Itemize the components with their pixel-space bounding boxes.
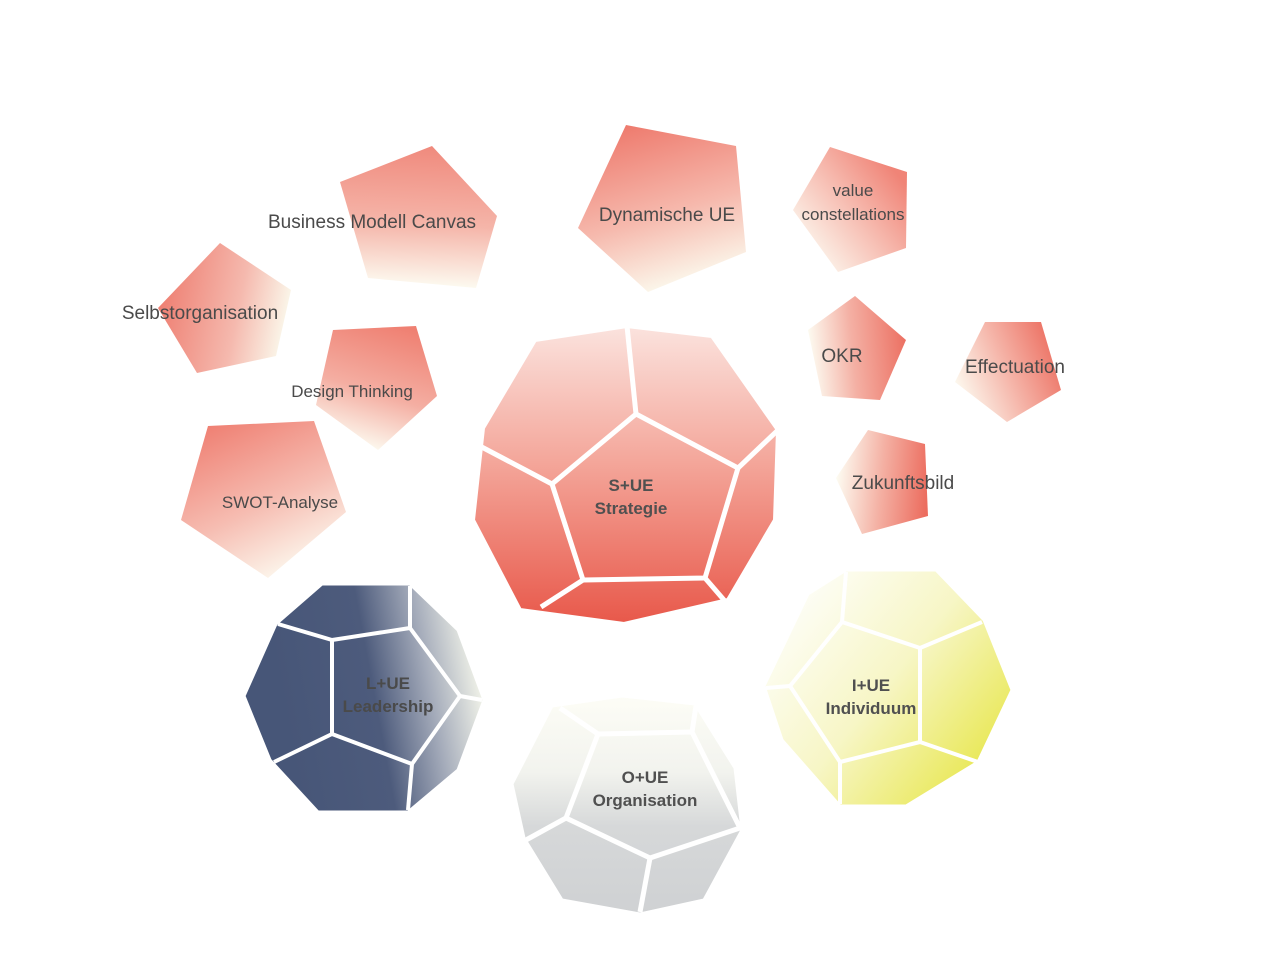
- method-design-thinking: Design Thinking: [291, 326, 437, 450]
- pentagon-shape: [181, 421, 346, 578]
- dodecahedron-individuum: I+UE Individuum: [762, 568, 1014, 808]
- pentagon-shape: [578, 125, 746, 292]
- dodecahedron-name: Individuum: [826, 699, 917, 718]
- method-label: SWOT-Analyse: [222, 493, 338, 512]
- dodecahedron-outline: [510, 694, 744, 916]
- dodecahedron-edges: [273, 586, 483, 811]
- method-label-line2: constellations: [801, 205, 904, 224]
- dodecahedron-code: L+UE: [366, 674, 410, 693]
- method-zukunftsbild: Zukunftsbild: [836, 430, 954, 534]
- dodecahedron-edges: [524, 705, 743, 913]
- method-selbstorganisation: Selbstorganisation: [122, 243, 291, 373]
- method-dynamische-ue: Dynamische UE: [578, 125, 746, 292]
- dodecahedron-code: O+UE: [622, 768, 669, 787]
- pentagon-shape: [836, 430, 928, 534]
- method-label: Design Thinking: [291, 382, 413, 401]
- method-label: Business Modell Canvas: [268, 212, 476, 233]
- pentagon-shape: [955, 322, 1061, 422]
- pentagon-shape: [340, 146, 497, 288]
- method-swot-analyse: SWOT-Analyse: [181, 421, 346, 578]
- dodecahedron-organisation: O+UE Organisation: [510, 694, 744, 916]
- method-label: Dynamische UE: [599, 205, 735, 226]
- method-effectuation: Effectuation: [955, 322, 1065, 422]
- method-label: Zukunftsbild: [852, 473, 954, 494]
- dodecahedron-outline: [242, 582, 486, 814]
- method-label-line1: value: [833, 181, 874, 200]
- dodecahedron-code: I+UE: [852, 676, 890, 695]
- method-business-modell-canvas: Business Modell Canvas: [268, 146, 497, 288]
- dodecahedron-outline: [471, 324, 780, 626]
- pentagon-shape: [793, 147, 907, 272]
- method-value-constellations: value constellations: [793, 147, 907, 272]
- dodecahedron-code: S+UE: [609, 476, 654, 495]
- pentagon-shape: [158, 243, 291, 373]
- method-label: OKR: [821, 346, 862, 367]
- method-okr: OKR: [808, 296, 906, 400]
- dodecahedron-name: Strategie: [595, 499, 668, 518]
- dodecahedron-name: Leadership: [343, 697, 434, 716]
- pentagon-shape: [316, 326, 437, 450]
- dodecahedron-name: Organisation: [593, 791, 698, 810]
- dodecahedron-edges: [765, 571, 983, 804]
- method-label: Selbstorganisation: [122, 303, 278, 324]
- dodecahedron-strategie: S+UE Strategie: [471, 324, 780, 626]
- pentagon-shape: [808, 296, 906, 400]
- dodecahedron-leadership: L+UE Leadership: [242, 582, 486, 814]
- method-label: Effectuation: [965, 357, 1065, 378]
- dodecahedron-edges: [474, 325, 780, 610]
